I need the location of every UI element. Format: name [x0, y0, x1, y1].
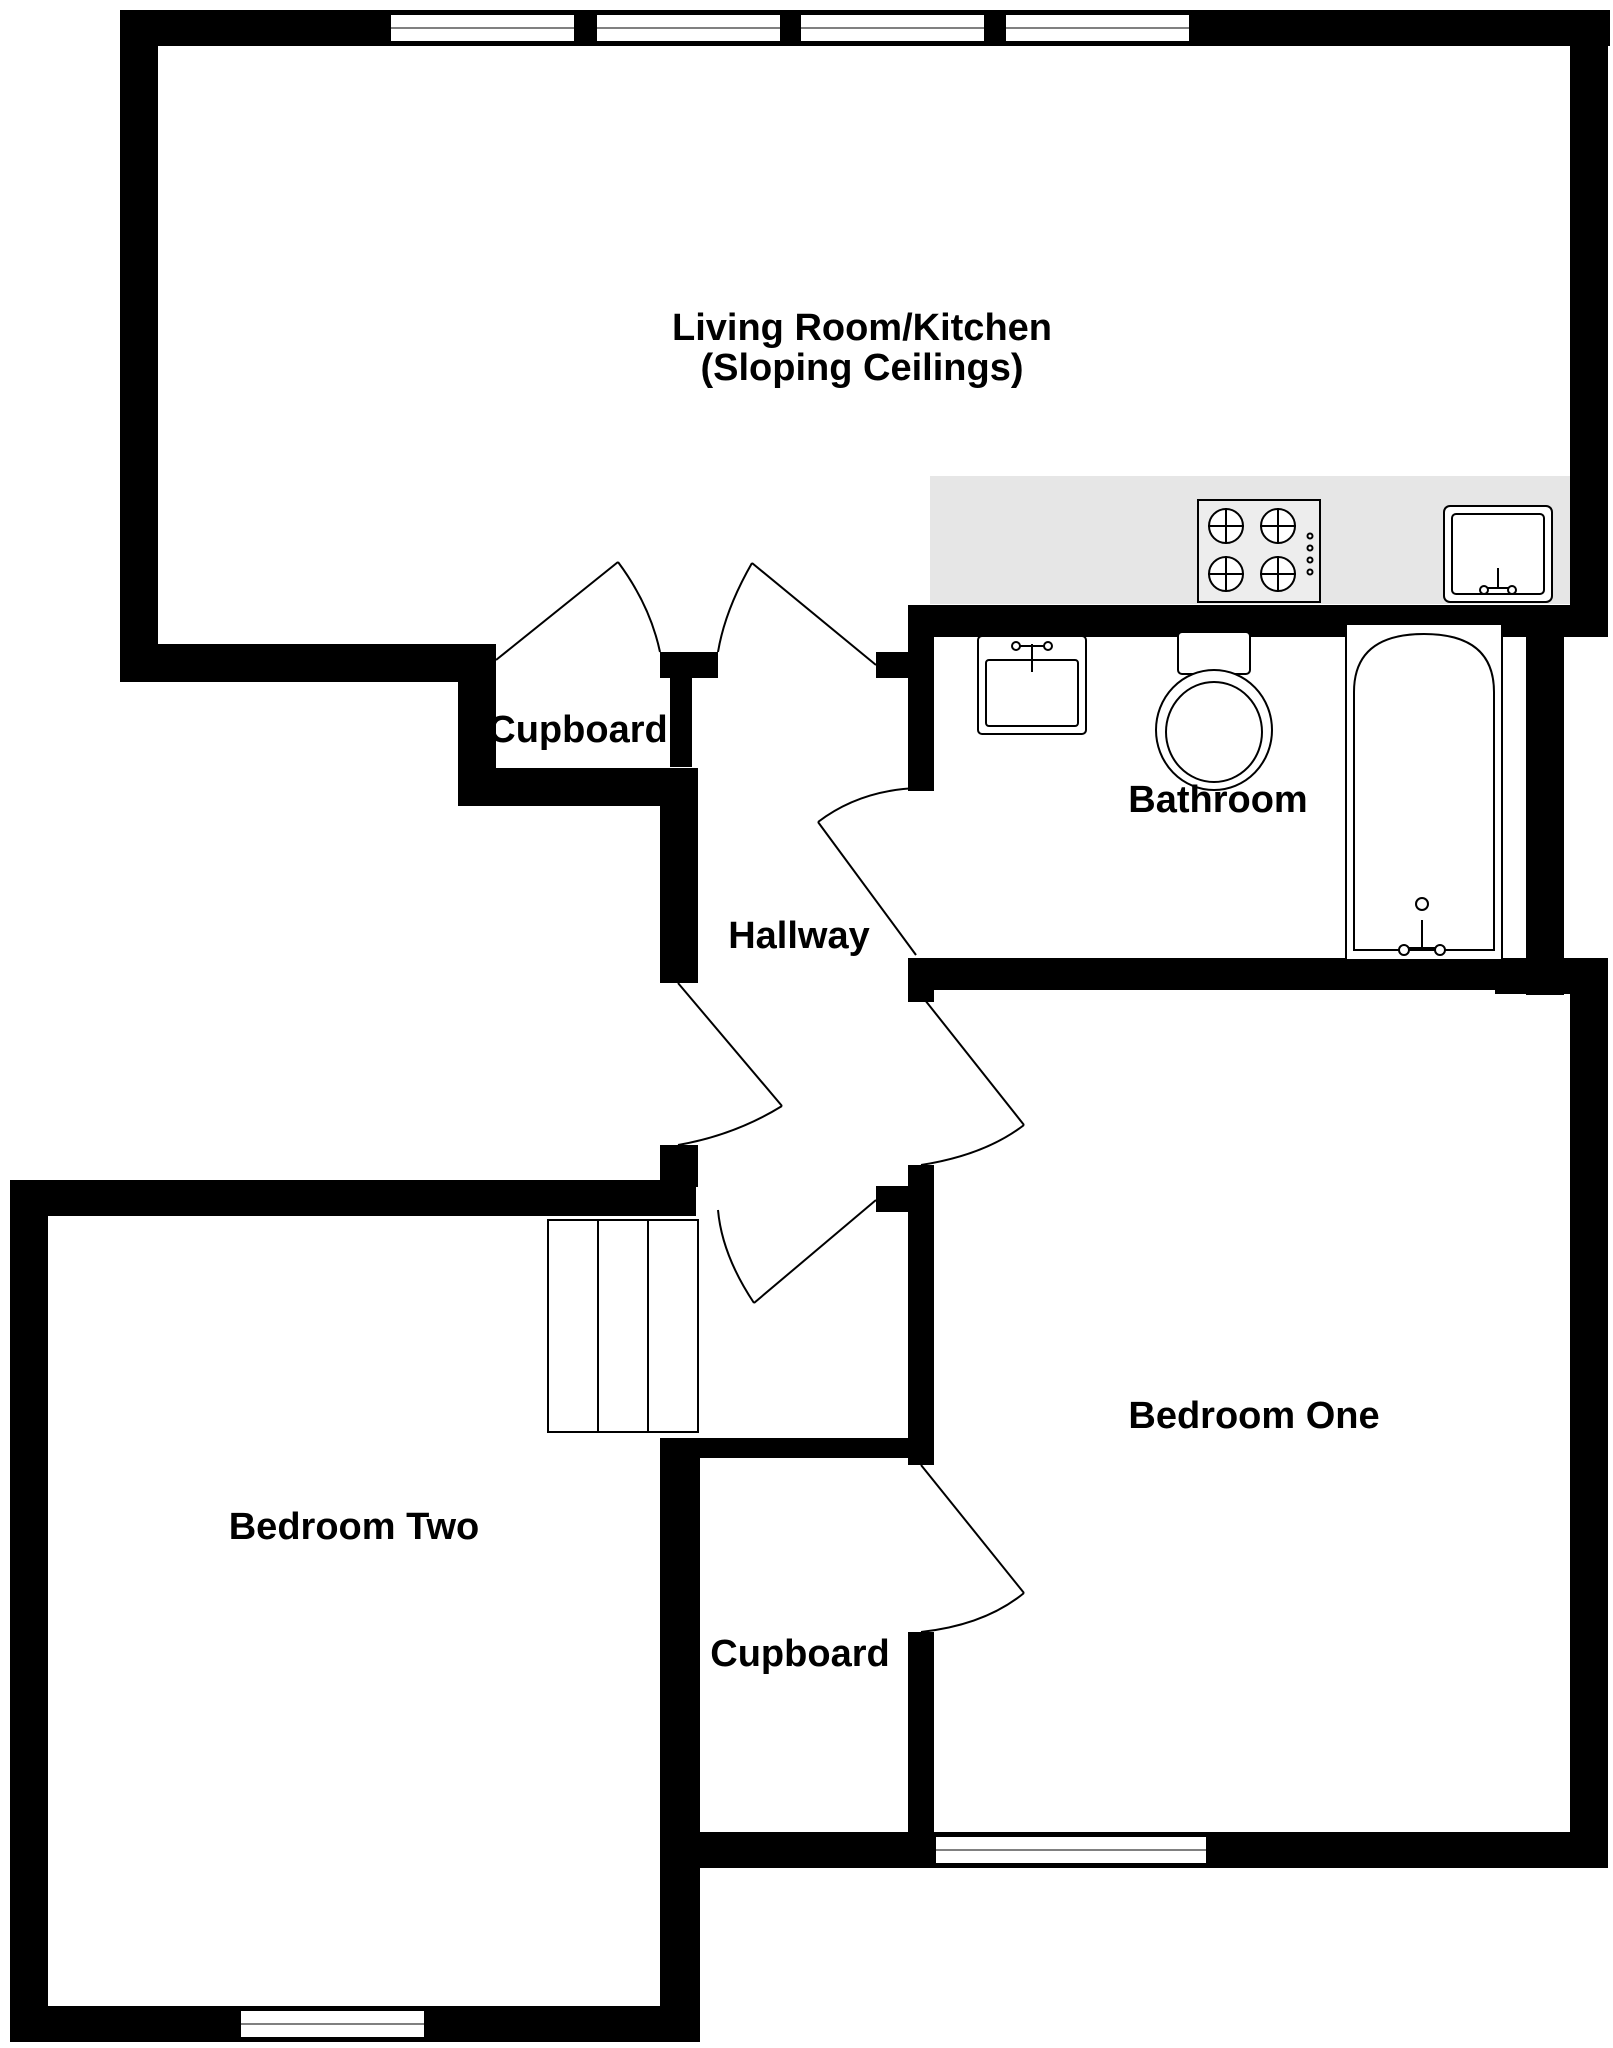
bathroom-label: Bathroom: [1128, 779, 1308, 821]
basin-icon: [977, 635, 1087, 735]
walls: [10, 10, 1610, 2042]
cupboard-top-label: Cupboard: [488, 709, 668, 751]
living-room-kitchen-title: Living Room/Kitchen: [672, 307, 1052, 349]
kitchen-sink-icon: [1443, 505, 1553, 603]
cupboard-bottom-label: Cupboard: [710, 1633, 890, 1675]
doors: [495, 561, 1025, 1633]
hob-icon: [1197, 499, 1321, 603]
staircase: [547, 1219, 699, 1433]
living-room-kitchen-label: Living Room/Kitchen (Sloping Ceilings): [672, 308, 1052, 388]
bedroom-one-label: Bedroom One: [1128, 1395, 1380, 1437]
toilet-icon: [1155, 631, 1273, 791]
sloping-ceilings-note: (Sloping Ceilings): [700, 347, 1024, 389]
hallway-label: Hallway: [728, 915, 870, 957]
bathtub-icon: [1345, 623, 1503, 961]
bedroom-two-label: Bedroom Two: [228, 1506, 480, 1548]
